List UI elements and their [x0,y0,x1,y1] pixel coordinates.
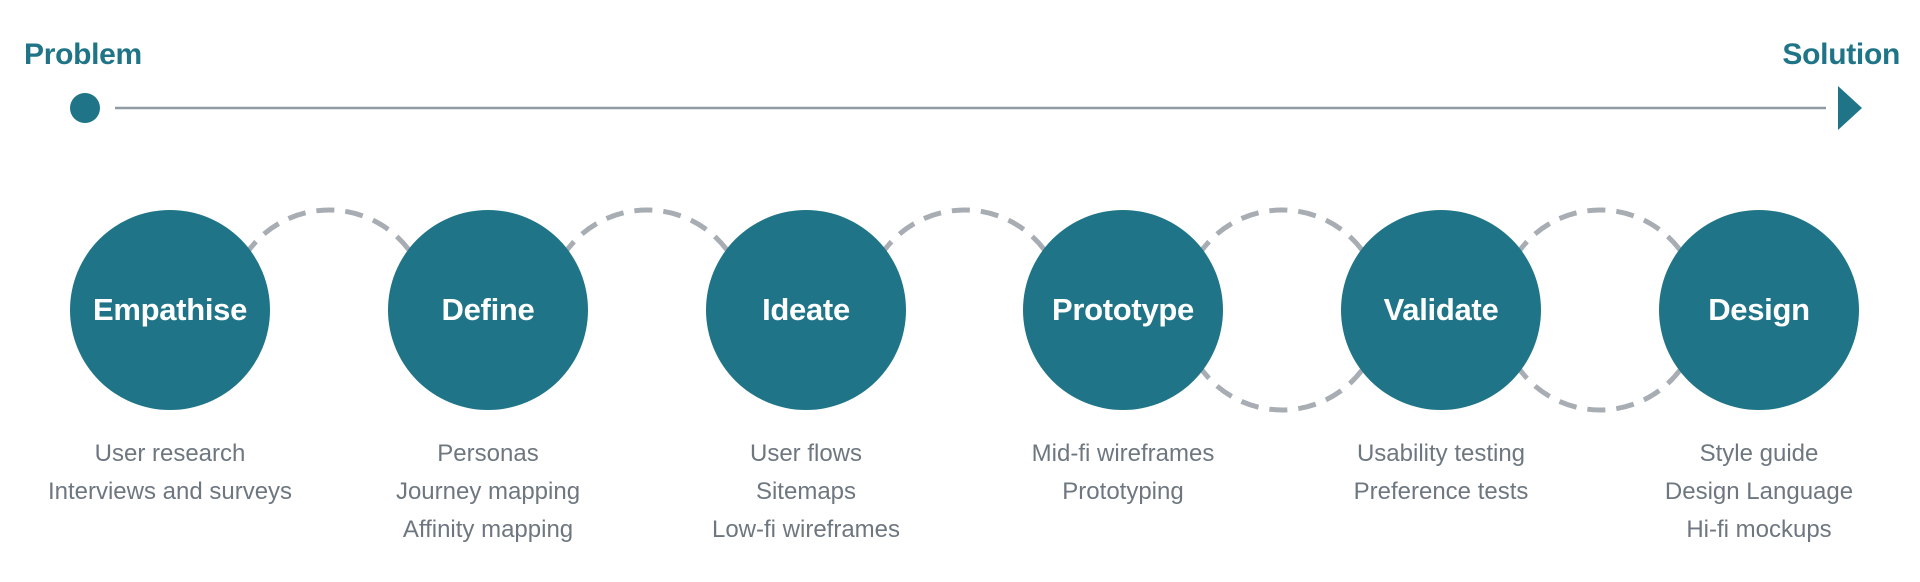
stage-title-ideate: Ideate [762,292,850,327]
connector-arc-top [560,207,734,258]
stage-title-empathise: Empathise [92,292,248,327]
connector-arc-top [1513,207,1687,258]
stage-item: Low-fi wireframes [711,516,901,543]
connector-arc-bottom [1513,362,1687,413]
connector-arc-bottom [1195,362,1369,413]
stage-item: Personas [437,440,539,467]
stage-item: Affinity mapping [402,516,574,543]
stage-circle-prototype [1023,210,1223,410]
timeline-start-label: Problem [24,38,142,71]
stage-item: User research [94,440,246,467]
stage-title-design: Design [1708,292,1810,327]
stage-item: Usability testing [1356,440,1526,467]
stage-circle-empathise [70,210,270,410]
timeline-end-label: Solution [1782,38,1900,71]
stage-item: User flows [749,440,863,467]
stage-item: Design Language [1664,478,1854,505]
stage-circle-define [388,210,588,410]
stage-item: Journey mapping [395,478,581,505]
timeline-arrow-head [1838,86,1862,130]
stage-item: Preference tests [1353,478,1529,505]
stage-item: Hi-fi mockups [1686,516,1832,543]
stage-item: Mid-fi wireframes [1031,440,1215,467]
connector-arc-top [878,207,1051,258]
stage-circles [70,210,1859,410]
timeline [70,86,1862,130]
stage-item: Interviews and surveys [47,478,293,505]
connector-arc-top [1195,207,1369,258]
connector-arc-top [242,207,416,258]
stage-item: Prototyping [1062,478,1184,505]
stage-title-define: Define [441,292,535,327]
connectors [242,207,1687,413]
stage-item: Sitemaps [755,478,857,505]
stage-title-prototype: Prototype [1052,292,1194,327]
stage-circle-validate [1341,210,1541,410]
stage-circle-design [1659,210,1859,410]
timeline-start-dot [70,93,100,123]
stage-item: Style guide [1699,440,1819,467]
stage-circle-ideate [706,210,906,410]
stage-title-validate: Validate [1383,292,1499,327]
